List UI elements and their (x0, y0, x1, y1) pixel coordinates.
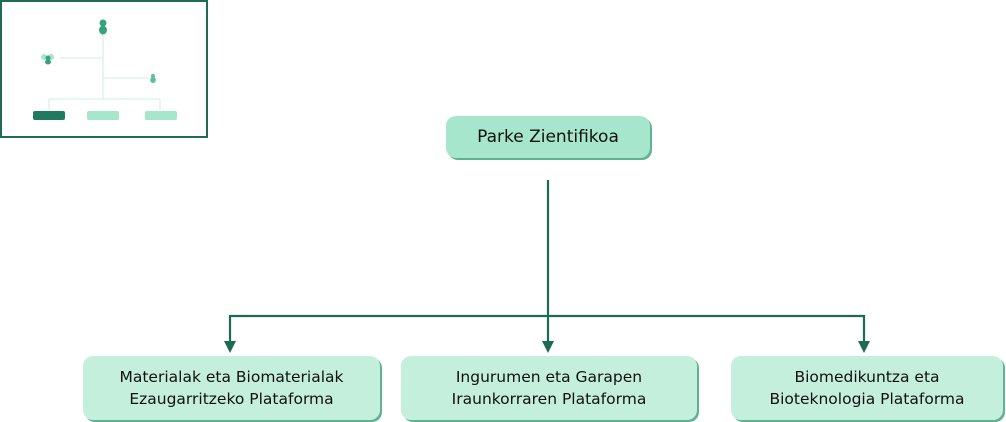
arrow-head (224, 341, 236, 353)
node-label: Iraunkorraren Plataforma (451, 390, 647, 408)
arrow-head (542, 341, 554, 353)
person-icon (150, 74, 156, 83)
node-label: Ezaugarritzeko Plataforma (129, 390, 334, 408)
org-chart-thumbnail (0, 0, 208, 138)
arrow-head (858, 341, 870, 353)
node-label: Ingurumen eta Garapen (455, 368, 643, 386)
node-label: Materialak eta Biomaterialak (119, 368, 344, 386)
root-label: Parke Zientifikoa (477, 127, 619, 147)
root-node: Parke Zientifikoa (446, 116, 650, 158)
group-icon (41, 54, 54, 65)
node-label: Biomedikuntza eta (794, 368, 940, 386)
thumbnail-diagram (33, 19, 177, 120)
person-icon (99, 19, 107, 35)
node-label: Bioteknologia Plataforma (769, 390, 965, 408)
